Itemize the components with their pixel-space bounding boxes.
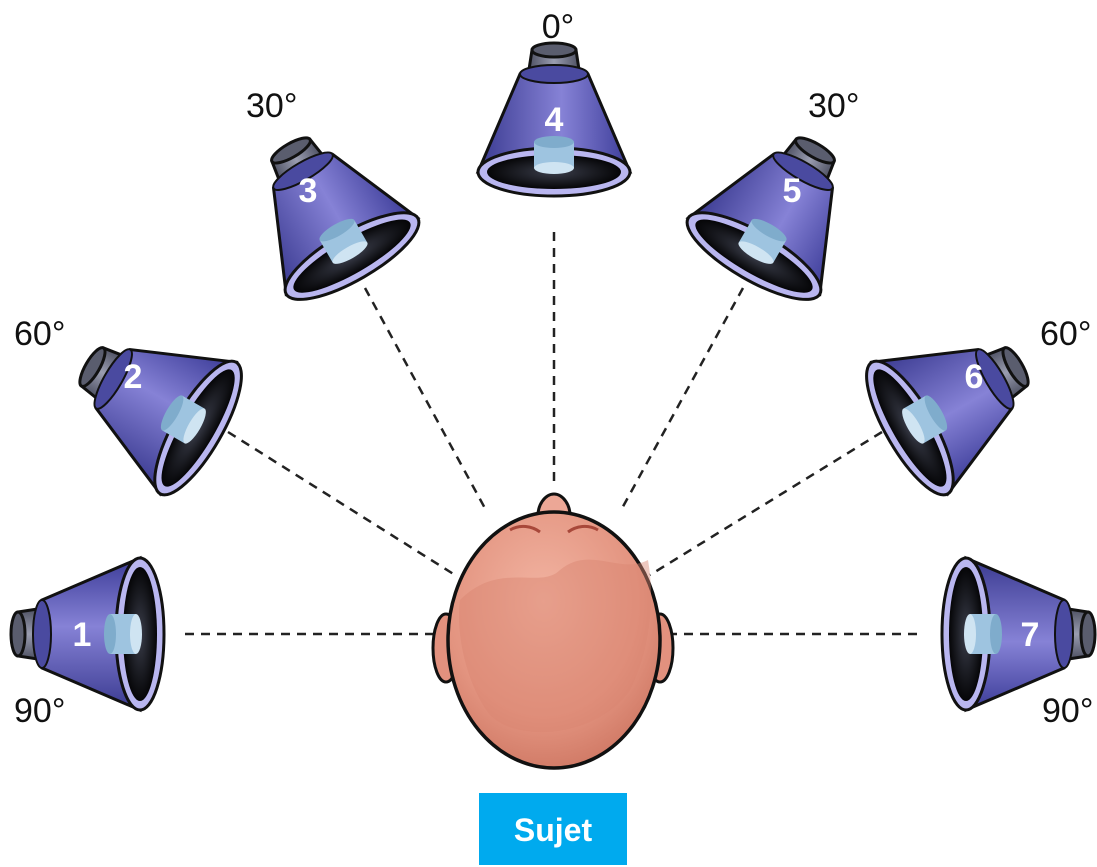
dashed-line-5	[620, 288, 743, 512]
speaker-3	[222, 106, 430, 315]
subject-head	[433, 494, 673, 768]
subject-label: Sujet	[514, 812, 593, 848]
angle-label-right-60: 60°	[1040, 315, 1091, 353]
angle-label-left-60: 60°	[14, 315, 65, 353]
speaker-5	[676, 106, 884, 315]
speaker-7	[942, 558, 1095, 710]
speaker-number-7: 7	[1021, 616, 1040, 654]
angle-label-front-0: 0°	[542, 8, 575, 46]
speaker-2	[48, 298, 257, 506]
angle-label-right-30: 30°	[808, 87, 859, 125]
dashed-line-6	[650, 432, 882, 575]
speaker-6	[851, 298, 1060, 506]
speaker-number-1: 1	[73, 616, 92, 654]
speaker-number-5: 5	[783, 172, 802, 210]
dashed-line-3	[365, 288, 487, 512]
angle-label-right-90: 90°	[1042, 692, 1093, 730]
speaker-number-4: 4	[545, 101, 564, 139]
speaker-number-3: 3	[299, 172, 318, 210]
angle-label-left-90: 90°	[14, 692, 65, 730]
speaker-number-6: 6	[965, 358, 984, 396]
angle-label-left-30: 30°	[246, 87, 297, 125]
dashed-line-2	[228, 432, 455, 575]
speaker-number-2: 2	[124, 358, 143, 396]
